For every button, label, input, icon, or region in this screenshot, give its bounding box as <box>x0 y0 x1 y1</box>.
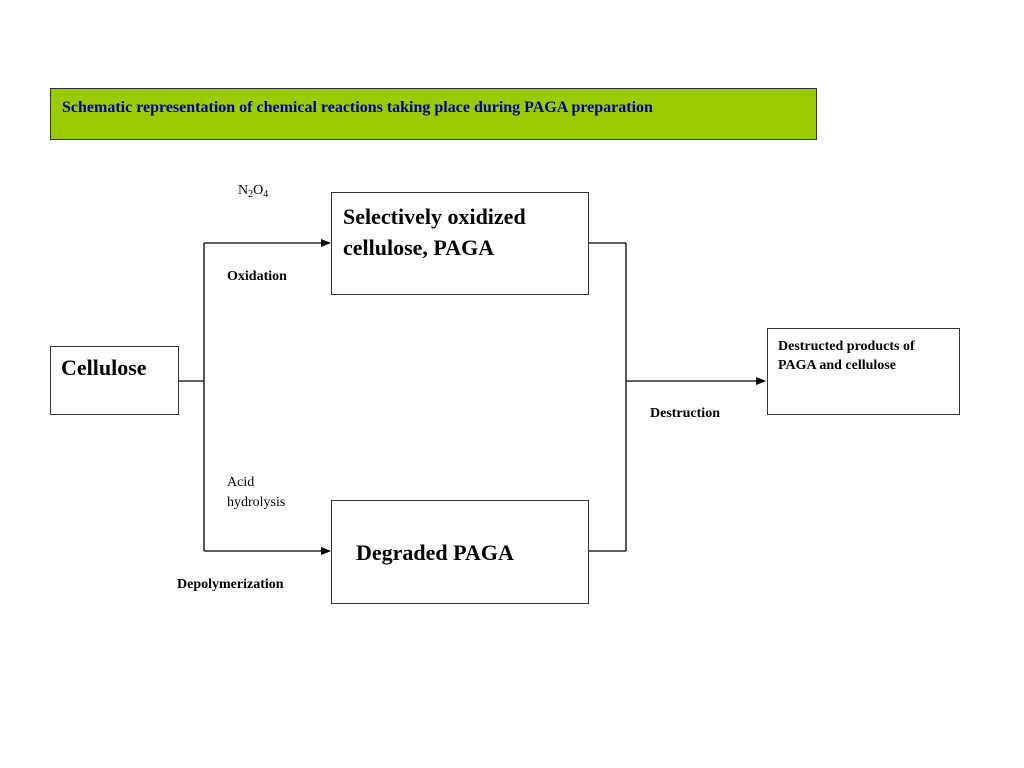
destructed-products-node: Destructed products of PAGA and cellulos… <box>767 328 960 415</box>
destructed-line-2: PAGA and cellulose <box>778 358 896 373</box>
cellulose-node: Cellulose <box>50 346 179 415</box>
destructed-products-label: Destructed products of PAGA and cellulos… <box>778 337 915 375</box>
reagent-label: N2O4 <box>238 183 269 200</box>
acid-line-1: Acid <box>227 475 255 490</box>
diagram-title: Schematic representation of chemical rea… <box>62 99 653 116</box>
title-banner: Schematic representation of chemical rea… <box>50 88 817 140</box>
destructed-line-1: Destructed products of <box>778 339 915 354</box>
oxidized-line-1: Selectively oxidized <box>343 204 526 229</box>
destruction-label: Destruction <box>650 406 720 421</box>
acid-line-2: hydrolysis <box>227 495 286 510</box>
depolymerization-label: Depolymerization <box>177 577 284 592</box>
cellulose-label: Cellulose <box>61 355 147 380</box>
oxidized-cellulose-label: Selectively oxidized cellulose, PAGA <box>343 201 526 263</box>
degraded-paga-label: Degraded PAGA <box>356 540 514 565</box>
oxidized-cellulose-node: Selectively oxidized cellulose, PAGA <box>331 192 589 295</box>
oxidation-label: Oxidation <box>227 269 287 284</box>
degraded-paga-node: Degraded PAGA <box>331 500 589 604</box>
acid-hydrolysis-label: Acid hydrolysis <box>227 473 285 513</box>
oxidized-line-2: cellulose, PAGA <box>343 235 495 260</box>
